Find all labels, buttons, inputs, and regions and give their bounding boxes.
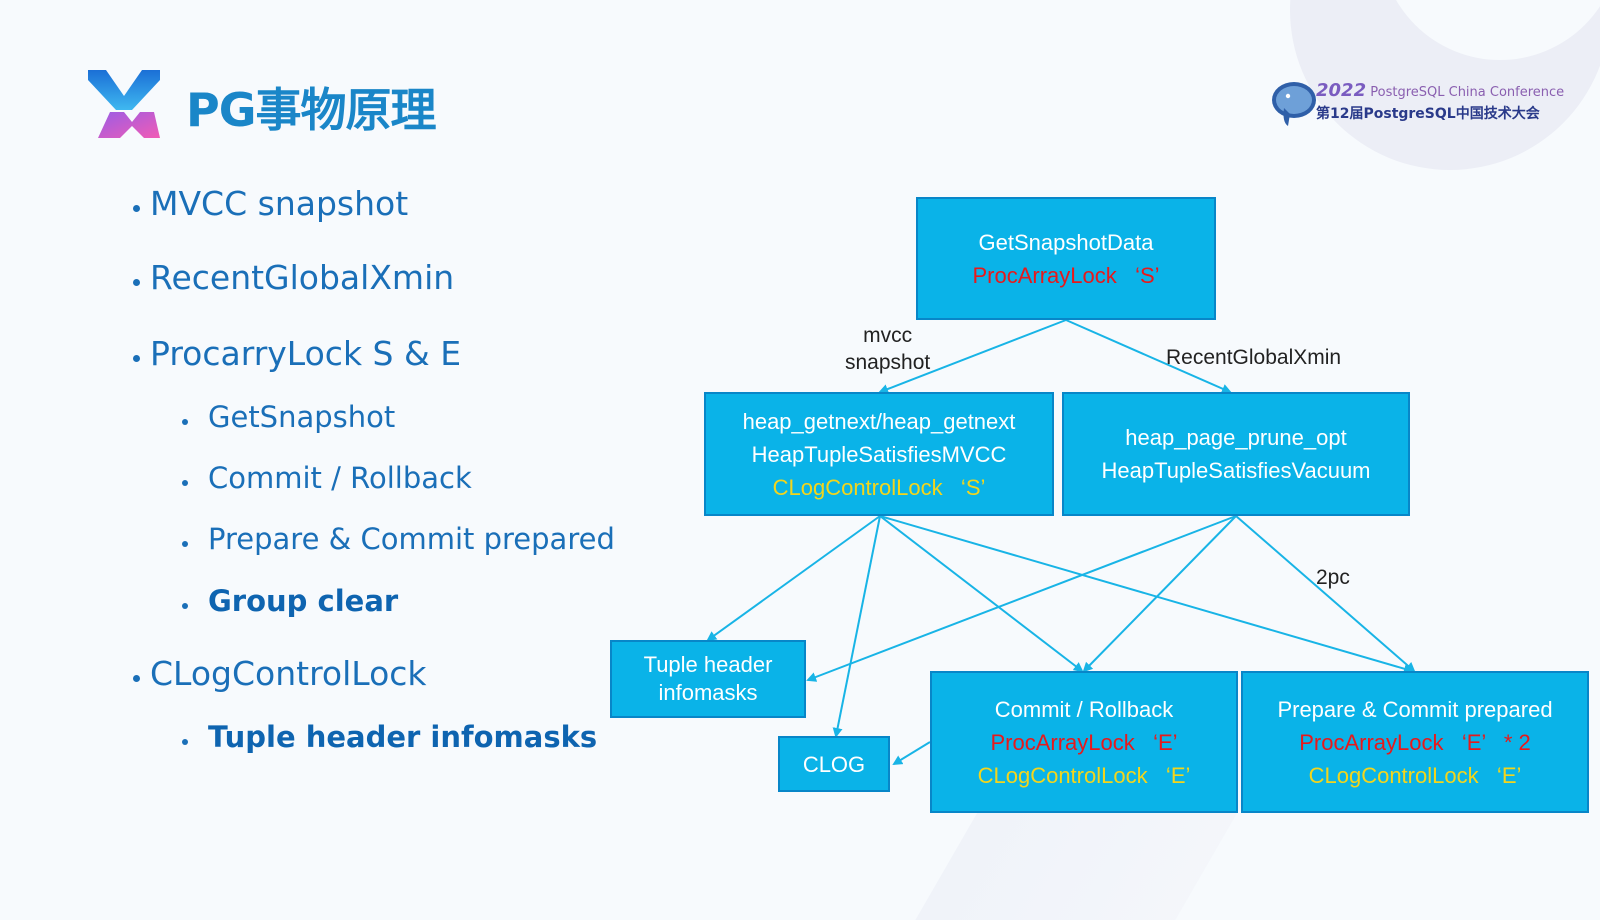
conference-subtitle: 第12届PostgreSQL中国技术大会 (1316, 106, 1540, 122)
node-heap-getnext: heap_getnext/heap_getnext HeapTupleSatis… (704, 392, 1054, 516)
bullet-subitem: GetSnapshot (182, 400, 396, 434)
bullet-dot-icon (182, 480, 188, 486)
diagram-edges (706, 319, 1416, 766)
bullet-text: ProcarryLock S & E (150, 334, 462, 373)
node-prepare-commit: Prepare & Commit prepared ProcArrayLock … (1241, 671, 1589, 813)
edge-snapshot-to-heap-getnext (878, 319, 1067, 394)
bullet-dot-icon (182, 603, 188, 609)
node-lock-label: ProcArrayLock ‘S’ (972, 262, 1160, 288)
edge-label: snapshot (845, 351, 931, 374)
edge-label-recent-global-xmin: RecentGlobalXmin (1166, 346, 1342, 369)
bullet-dot-icon (133, 279, 140, 286)
node-tuple-header: Tuple header infomasks (610, 640, 806, 718)
bullet-dot-icon (182, 541, 188, 547)
bullet-text: RecentGlobalXmin (150, 258, 455, 297)
node-lock-label: CLogControlLock ‘E’ (1308, 762, 1522, 788)
node-lock-label: CLogControlLock ‘S’ (772, 474, 986, 500)
node-label: heap_page_prune_opt (1125, 425, 1347, 450)
node-label: HeapTupleSatisfiesMVCC (751, 441, 1007, 467)
node-label: HeapTupleSatisfiesVacuum (1101, 458, 1371, 483)
bullet-text: Prepare & Commit prepared (208, 522, 615, 556)
edge-prune-to-prepare (1235, 515, 1416, 673)
node-label: heap_getnext/heap_getnext (742, 408, 1016, 434)
node-clog: CLOG (778, 736, 890, 792)
node-label: infomasks (658, 680, 758, 705)
node-commit-rollback: Commit / Rollback ProcArrayLock ‘E’ CLog… (930, 671, 1238, 813)
bullet-subitem: Prepare & Commit prepared (182, 522, 615, 556)
bullet-subitem: Group clear (182, 584, 399, 618)
node-label: Commit / Rollback (994, 696, 1174, 722)
conference-year: 2022 (1316, 80, 1367, 101)
edge-getnext-to-prepare (879, 515, 1414, 674)
bullet-subitem: Tuple header infomasks (182, 720, 598, 754)
node-lock-label: CLogControlLock ‘E’ (977, 762, 1191, 788)
node-get-snapshot-data: GetSnapshotData ProcArrayLock ‘S’ (916, 197, 1216, 320)
node-lock-label: ProcArrayLock ‘E’ * 2 (1299, 729, 1531, 755)
bullet-text: Commit / Rollback (208, 461, 472, 495)
bullet-text: CLogControlLock (150, 654, 427, 693)
conference-name: 2022 PostgreSQL China Conference (1316, 80, 1564, 101)
bullet-dot-icon (182, 739, 188, 745)
bullet-dot-icon (133, 675, 140, 682)
node-heap-page-prune: heap_page_prune_opt HeapTupleSatisfiesVa… (1062, 392, 1410, 516)
bullet-item: RecentGlobalXmin (133, 258, 455, 297)
node-lock-label: ProcArrayLock ‘E’ (990, 729, 1178, 755)
bullet-text: MVCC snapshot (150, 184, 409, 223)
bullet-item: CLogControlLock (133, 654, 427, 693)
node-label: Tuple header (643, 652, 773, 677)
edge-label-2pc: 2pc (1316, 566, 1350, 589)
bullet-text: GetSnapshot (208, 400, 396, 434)
page-title: PG事物原理 (186, 83, 436, 137)
bullet-item: ProcarryLock S & E (133, 334, 462, 373)
edge-label: mvcc (863, 324, 913, 347)
bullet-item: MVCC snapshot (133, 184, 409, 223)
node-label: Prepare & Commit prepared (1277, 696, 1553, 722)
edge-getnext-to-clog (832, 515, 881, 738)
edge-prune-to-tuple-header (806, 515, 1237, 682)
edge-prune-to-commit (1082, 515, 1237, 673)
edge-getnext-to-commit (879, 515, 1084, 673)
bullet-dot-icon (182, 419, 188, 425)
brand-logo-icon (88, 70, 160, 138)
bullet-text: Group clear (208, 584, 399, 618)
bullet-dot-icon (133, 205, 140, 212)
bullet-subitem: Commit / Rollback (182, 461, 472, 495)
edge-label-mvcc-snapshot: mvcc snapshot (845, 322, 930, 376)
edge-commit-to-clog (892, 741, 931, 766)
conference-title: PostgreSQL China Conference (1370, 85, 1565, 100)
elephant-logo-icon (1272, 82, 1316, 126)
edge-getnext-to-tuple-header (706, 515, 881, 642)
edge-snapshot-to-heap-prune (1065, 319, 1232, 394)
node-label: GetSnapshotData (978, 229, 1154, 255)
node-label: CLOG (802, 751, 866, 777)
bullet-text: Tuple header infomasks (208, 720, 598, 754)
bullet-dot-icon (133, 355, 140, 362)
